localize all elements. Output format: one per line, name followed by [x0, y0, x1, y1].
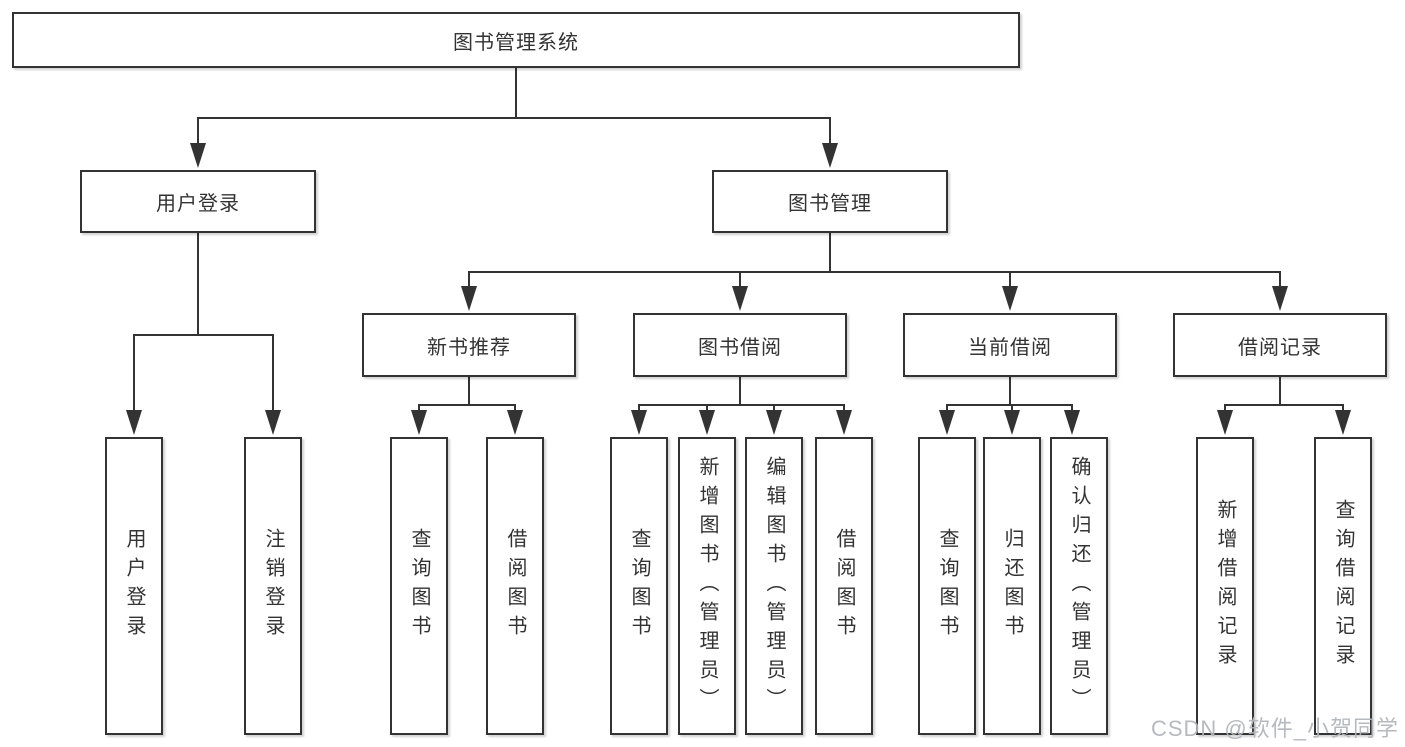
leaf-edit-book-admin-label: 编辑图书（管理员）: [763, 455, 785, 717]
node-book-management: 图书管理: [712, 170, 948, 233]
leaf-user-login-label: 用户登录: [123, 528, 145, 644]
node-current-borrowing-label: 当前借阅: [968, 336, 1052, 359]
node-borrowing-records-label: 借阅记录: [1238, 336, 1322, 359]
leaf-query-books-current: 查询图书: [918, 437, 976, 735]
connector-borrowing-records: [1217, 376, 1351, 435]
leaf-add-book-admin-label: 新增图书（管理员）: [696, 455, 718, 717]
leaf-add-borrow-record: 新增借阅记录: [1196, 437, 1254, 735]
node-book-management-label: 图书管理: [788, 193, 872, 215]
leaf-query-books-borrowing-label: 查询图书: [628, 528, 650, 644]
leaf-borrow-books-recommend: 借阅图书: [486, 437, 544, 735]
leaf-add-borrow-record-label: 新增借阅记录: [1214, 499, 1236, 673]
node-user-login-label: 用户登录: [156, 193, 240, 215]
node-library-system-label: 图书管理系统: [453, 31, 579, 54]
connector-root: [190, 67, 838, 168]
node-library-system: 图书管理系统: [12, 12, 1020, 68]
node-user-login: 用户登录: [80, 170, 316, 233]
node-book-borrowing: 图书借阅: [633, 313, 847, 377]
leaf-return-books: 归还图书: [983, 437, 1041, 735]
leaf-query-books-current-label: 查询图书: [936, 528, 958, 644]
leaf-query-books-borrowing: 查询图书: [610, 437, 668, 735]
connector-book-management: [461, 232, 1288, 311]
node-book-borrowing-label: 图书借阅: [698, 336, 782, 359]
leaf-confirm-return-admin-label: 确认归还（管理员）: [1068, 455, 1090, 717]
leaf-borrow-books-recommend-label: 借阅图书: [504, 528, 526, 644]
leaf-logout-label: 注销登录: [262, 528, 284, 644]
leaf-borrow-books-borrowing: 借阅图书: [815, 437, 873, 735]
connector-user-login: [126, 232, 281, 435]
connector-current-borrowing: [939, 376, 1080, 435]
node-new-book-recommendation-label: 新书推荐: [427, 336, 511, 359]
leaf-query-borrow-record: 查询借阅记录: [1314, 437, 1372, 735]
leaf-edit-book-admin: 编辑图书（管理员）: [745, 437, 803, 735]
leaf-user-login: 用户登录: [105, 437, 163, 735]
node-new-book-recommendation: 新书推荐: [362, 313, 576, 377]
leaf-query-books-recommend: 查询图书: [390, 437, 448, 735]
connector-book-borrowing: [631, 376, 852, 435]
leaf-confirm-return-admin: 确认归还（管理员）: [1050, 437, 1108, 735]
leaf-return-books-label: 归还图书: [1001, 528, 1023, 644]
watermark: CSDN @软件_小贺同学: [1150, 716, 1399, 741]
leaf-query-books-recommend-label: 查询图书: [408, 528, 430, 644]
leaf-add-book-admin: 新增图书（管理员）: [678, 437, 736, 735]
node-current-borrowing: 当前借阅: [903, 313, 1117, 377]
connector-new-book-recommendation: [411, 376, 523, 435]
node-borrowing-records: 借阅记录: [1173, 313, 1387, 377]
leaf-query-borrow-record-label: 查询借阅记录: [1332, 499, 1354, 673]
leaf-borrow-books-borrowing-label: 借阅图书: [833, 528, 855, 644]
leaf-logout: 注销登录: [244, 437, 302, 735]
